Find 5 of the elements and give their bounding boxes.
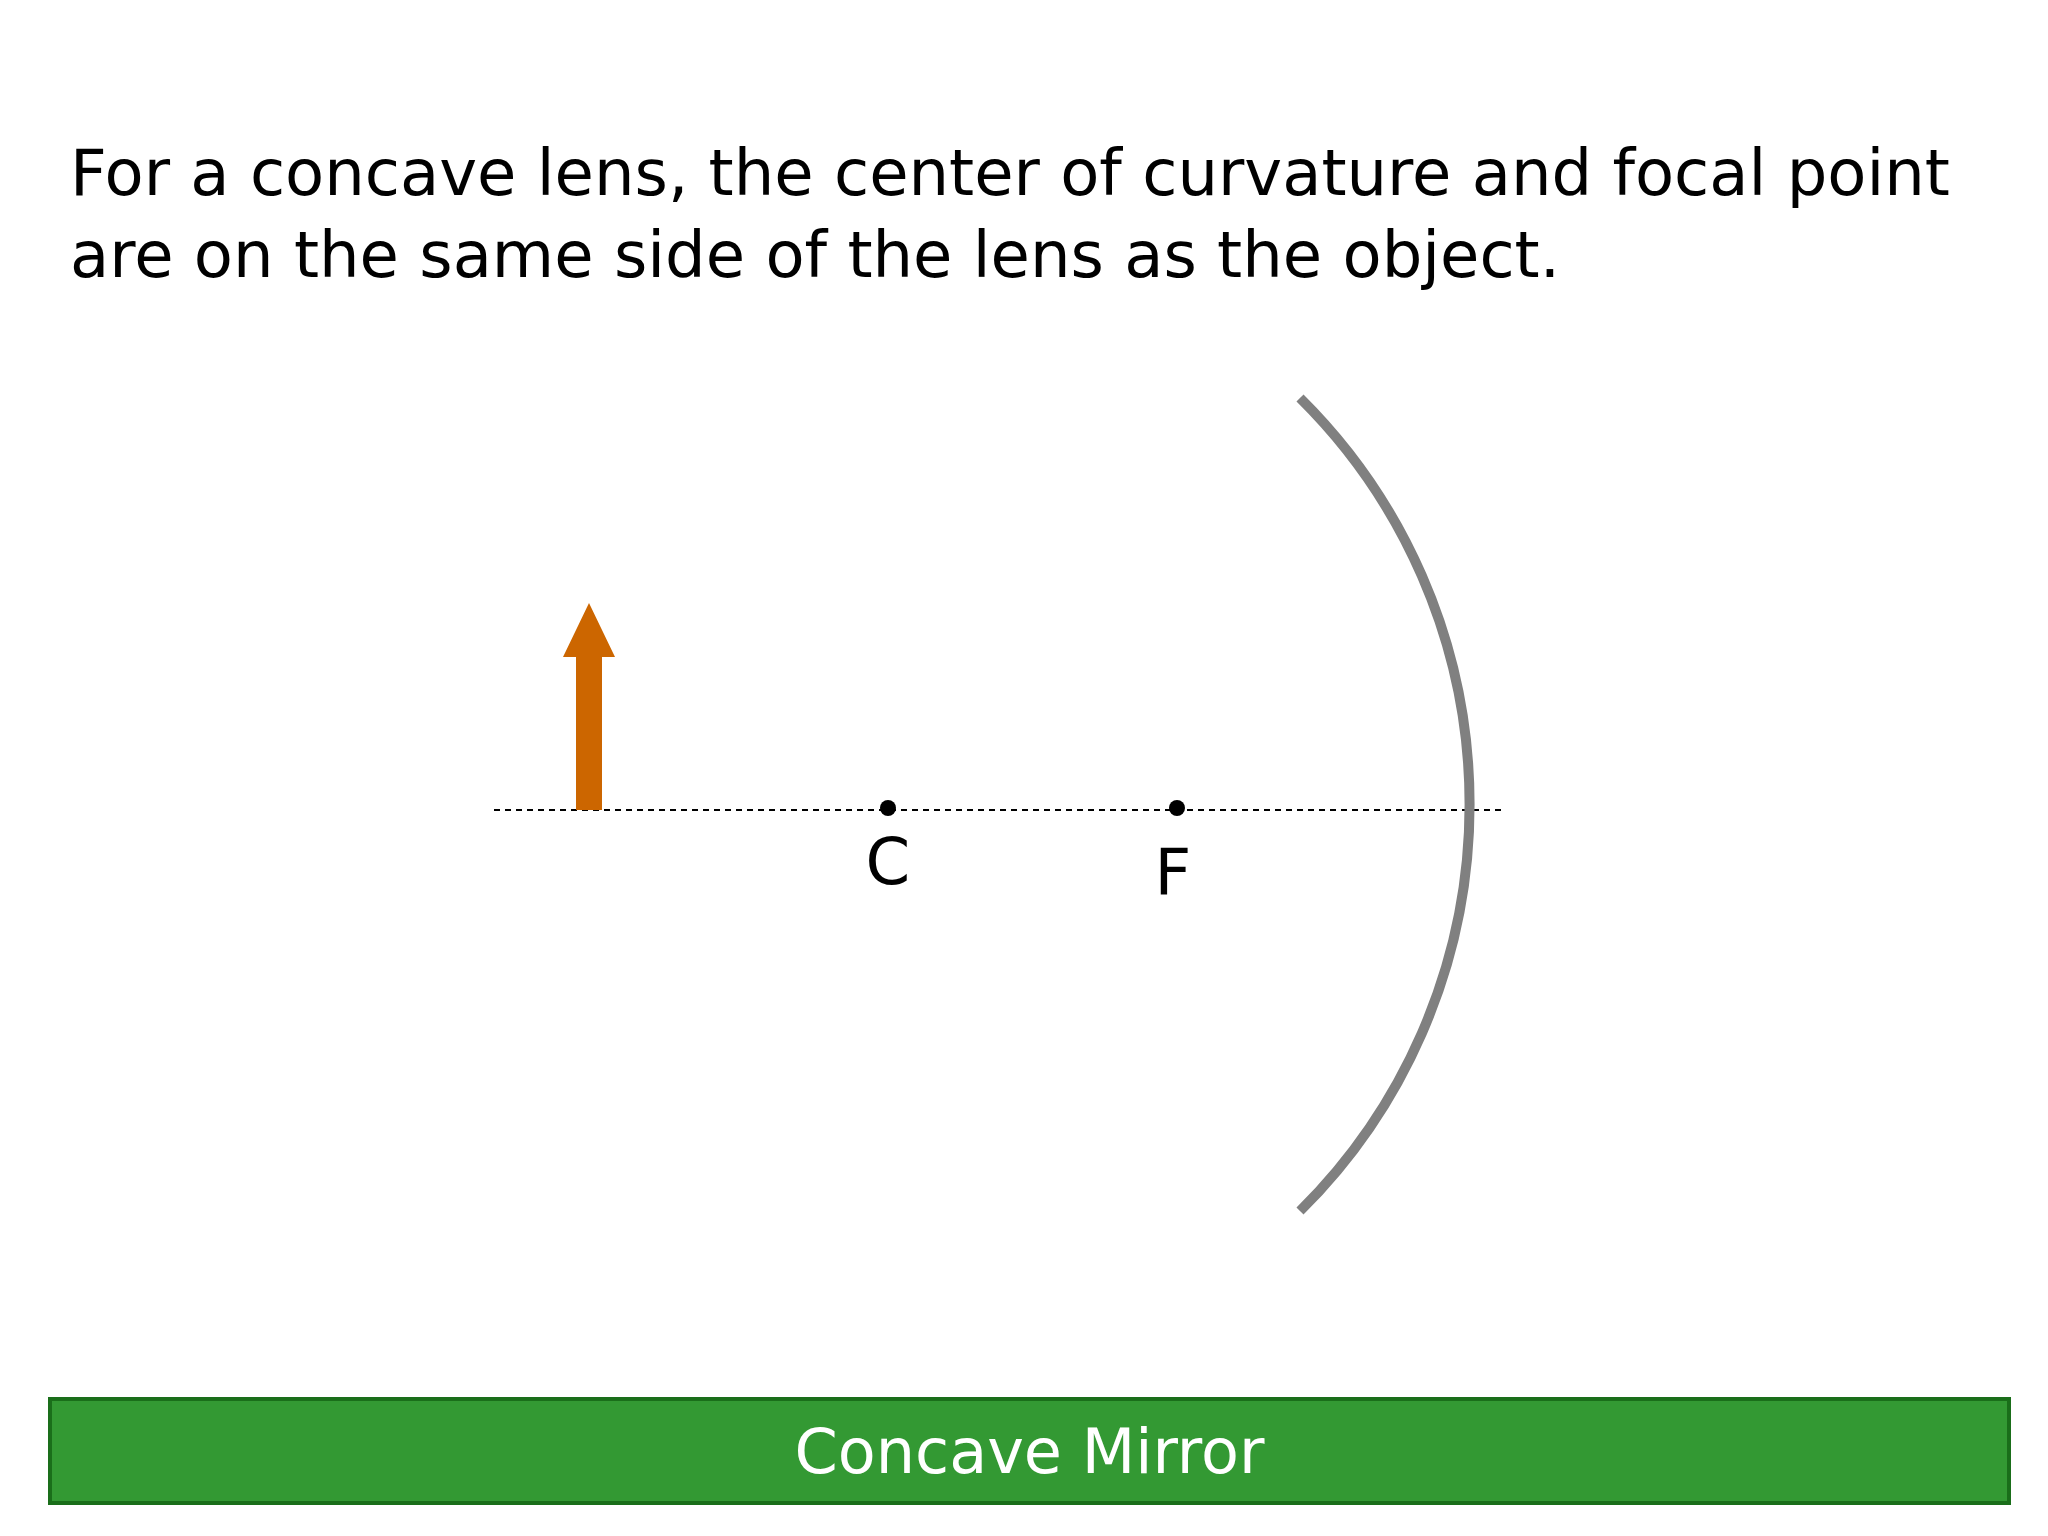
point-label: F [1154, 840, 1192, 904]
heading-text: For a concave lens, the center of curvature and focal point are on the same side of the lens as the object. [70, 135, 1951, 294]
banner-text: Concave Mirror [794, 1414, 1265, 1488]
point-label: C [865, 830, 911, 894]
title-banner [48, 1397, 2011, 1505]
